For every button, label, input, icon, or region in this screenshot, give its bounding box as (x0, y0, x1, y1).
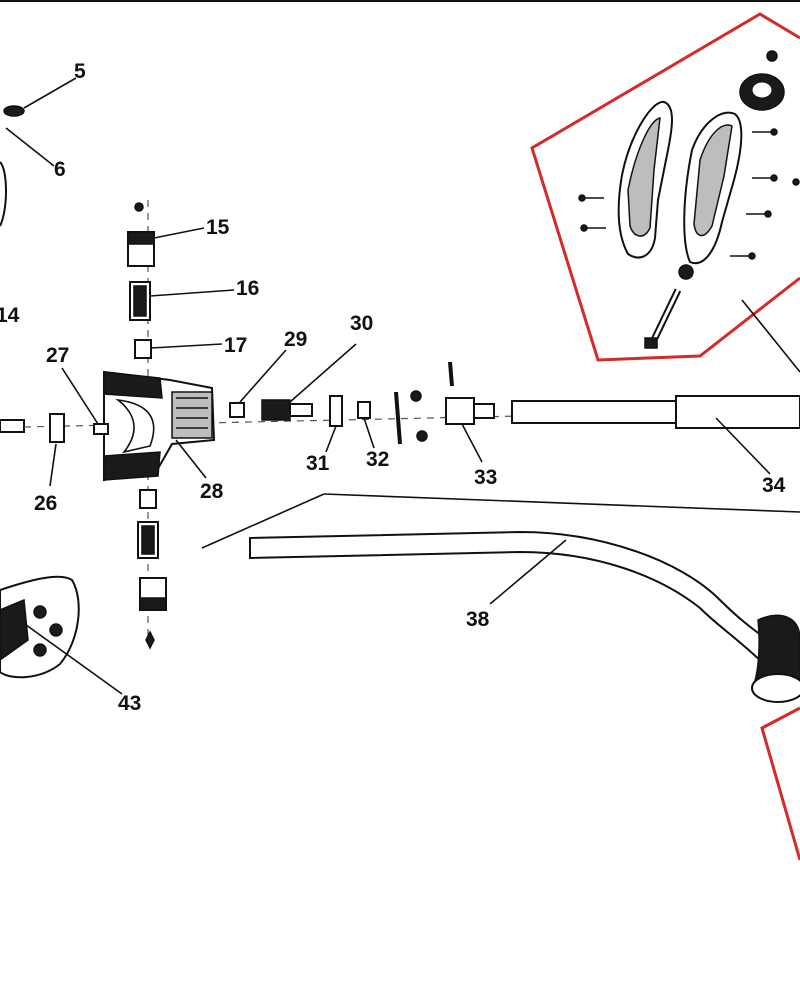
part-34-outer (675, 395, 800, 429)
label-part-16: 16 (236, 277, 259, 300)
label-part-33: 33 (474, 466, 497, 489)
label-part-27: 27 (46, 344, 69, 367)
handle-knob-hub (751, 81, 773, 99)
label-part-32: 32 (366, 448, 389, 471)
part-27-nut (93, 423, 109, 435)
label-part-5: 5 (74, 60, 86, 83)
part-31 (329, 395, 343, 427)
knob-screw (766, 50, 778, 62)
part-number-labels: 5 6 14 15 16 17 26 27 28 29 30 31 32 33 … (0, 60, 786, 715)
part-17 (134, 339, 152, 359)
label-part-38: 38 (466, 608, 490, 631)
curved-shaft (201, 493, 800, 703)
highlight-outline-bottom (760, 706, 800, 861)
handle-leader-line (741, 299, 800, 373)
handle-half-left-grip (627, 117, 661, 237)
label-part-6: 6 (54, 158, 66, 181)
vertical-stack-parts (127, 202, 167, 650)
label-part-31: 31 (306, 452, 330, 475)
part-34-inner (511, 400, 681, 424)
label-part-26: 26 (34, 492, 57, 515)
clamp-housing (49, 370, 216, 482)
highlight-outline-top (530, 12, 800, 362)
label-part-14: 14 (0, 304, 20, 327)
shaft-tube (511, 395, 800, 429)
part-32 (357, 401, 371, 419)
handle-assembly-highlight (530, 12, 800, 373)
label-part-17: 17 (224, 334, 247, 357)
label-part-29: 29 (284, 328, 307, 351)
leader-lines (21, 227, 771, 695)
part-29 (229, 402, 245, 418)
pin-left (0, 419, 25, 433)
screw-5 (3, 105, 25, 117)
handle-nut (678, 264, 694, 280)
part-26 (49, 413, 65, 443)
left-edge-parts (0, 77, 77, 433)
part-30 (261, 399, 291, 421)
handle-screws (578, 128, 800, 260)
label-part-30: 30 (350, 312, 373, 335)
label-part-28: 28 (200, 480, 224, 503)
engine-housing (0, 575, 80, 679)
label-part-34: 34 (762, 474, 786, 497)
label-part-15: 15 (206, 216, 230, 239)
label-part-43: 43 (118, 692, 141, 715)
part-33 (445, 397, 475, 425)
handle-half-right-grip (693, 124, 733, 237)
shaft-hardware (229, 361, 495, 445)
bolt-head (644, 337, 658, 349)
